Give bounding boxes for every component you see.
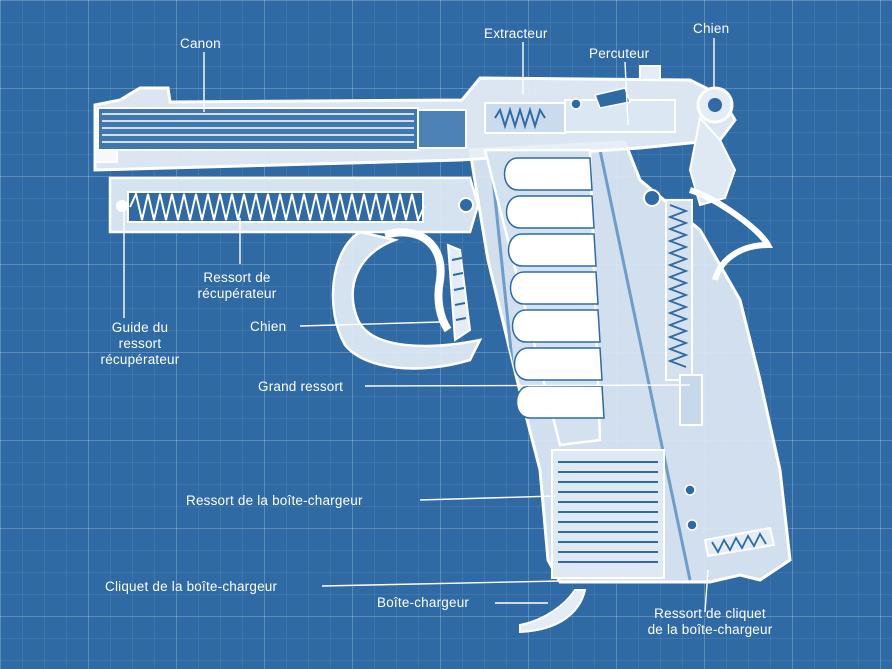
- label-ressort-boite: Ressort de la boîte-chargeur: [186, 493, 363, 508]
- label-chien-top: Chien: [693, 21, 730, 36]
- barrel: [97, 107, 467, 151]
- leader-ressort-boite: [419, 495, 556, 501]
- recoil-spring: [108, 176, 480, 234]
- label-ressort-cliquet: Ressort de cliquet de la boîte-chargeur: [647, 606, 773, 637]
- label-ressort-recuperateur: Ressort de récupérateur: [197, 270, 277, 301]
- label-cliquet-boite: Cliquet de la boîte-chargeur: [105, 579, 278, 594]
- leader-percuteur: [624, 61, 629, 126]
- leader-cliquet-boite: [321, 580, 561, 587]
- breech-detail: [484, 65, 676, 134]
- hammer-assembly: [643, 86, 776, 558]
- trigger-guard: [331, 228, 483, 370]
- magazine: [483, 148, 665, 634]
- label-extracteur: Extracteur: [484, 26, 548, 41]
- label-grand-ressort: Grand ressort: [258, 379, 344, 394]
- leader-chien-left: [299, 321, 441, 327]
- label-guide-ressort: Guide du ressort récupérateur: [100, 320, 180, 367]
- label-boite-chargeur: Boîte-chargeur: [377, 595, 470, 610]
- label-canon: Canon: [180, 36, 221, 51]
- label-percuteur: Percuteur: [589, 46, 650, 61]
- leader-grand-ressort: [364, 384, 691, 387]
- leader-lines: [123, 38, 715, 613]
- leader-ressort-cliquet: [704, 569, 709, 613]
- label-chien-left: Chien: [250, 319, 287, 334]
